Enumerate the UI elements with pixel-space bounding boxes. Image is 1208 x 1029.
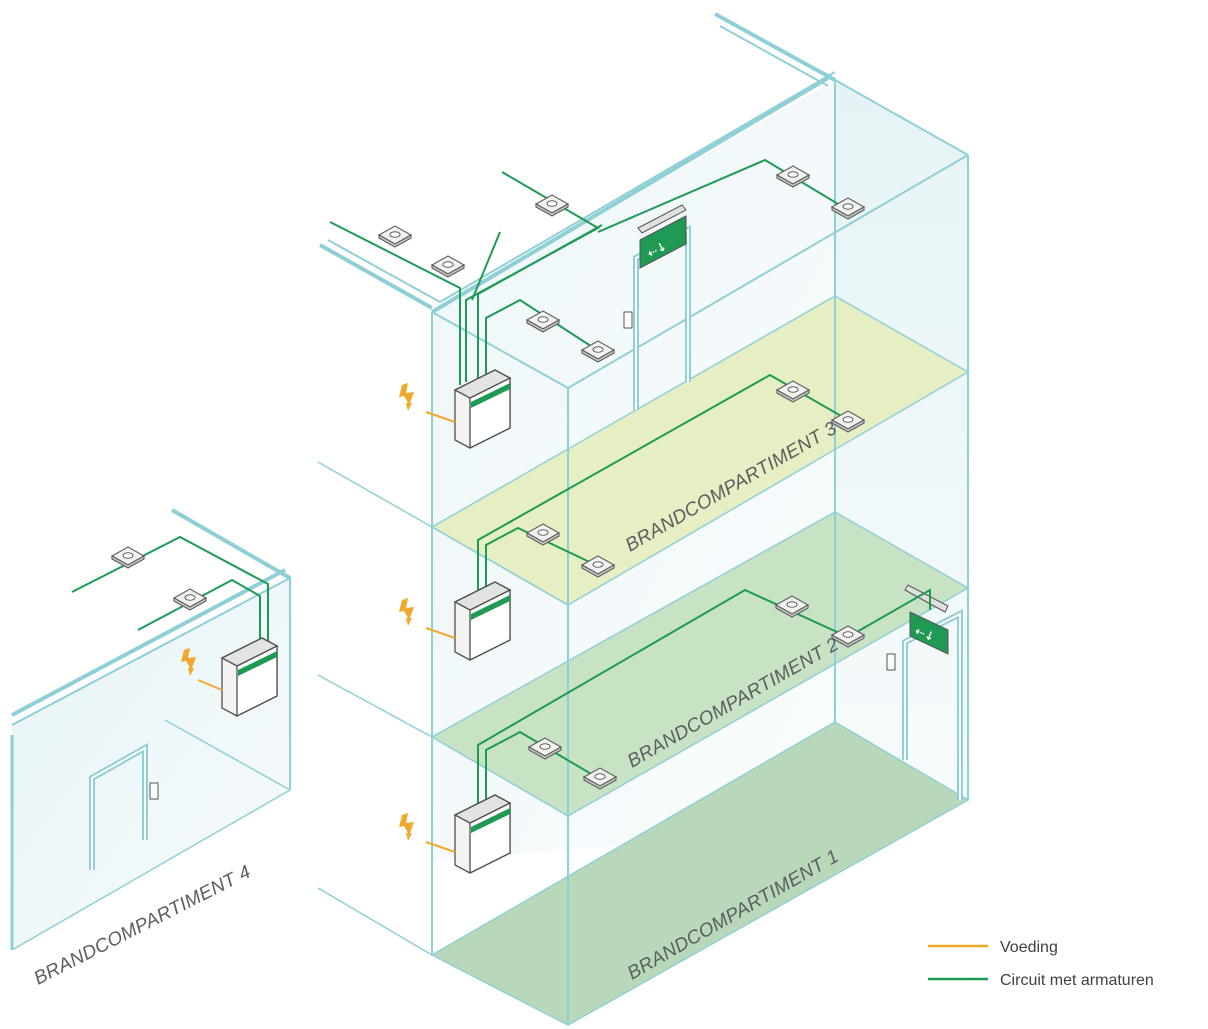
lightning-bolt-icon	[399, 598, 414, 626]
luminaire-icon	[173, 588, 207, 611]
lightning-bolt-icon	[399, 813, 414, 841]
power-line	[425, 627, 456, 639]
luminaire-icon	[111, 546, 145, 569]
legend: Voeding Circuit met armaturen	[928, 939, 1154, 989]
door-switch-icon	[149, 782, 159, 800]
legend-power-label: Voeding	[1000, 939, 1058, 956]
luminaire-icon	[378, 225, 412, 248]
legend-circuit-label: Circuit met armaturen	[1000, 972, 1154, 989]
circuit-middle-floor	[477, 373, 849, 598]
door-switch-icon	[623, 311, 633, 329]
compartment-4-building: BRANDCOMPARTIMENT 4	[10, 508, 291, 989]
luminaire-icon	[535, 194, 569, 217]
power-line	[425, 841, 456, 853]
main-building: ⇠↓ ⇠↓	[317, 12, 970, 1026]
luminaire-icon	[431, 255, 465, 278]
lightning-bolt-icon	[399, 383, 414, 411]
door-switch-icon	[886, 653, 896, 671]
exit-sign-bottom: ⇠↓	[904, 584, 949, 655]
power-line	[197, 679, 223, 691]
power-line	[425, 411, 456, 423]
running-man-exit-icon: ⇠↓	[913, 624, 937, 645]
exit-sign-top: ⇠↓	[637, 204, 687, 269]
